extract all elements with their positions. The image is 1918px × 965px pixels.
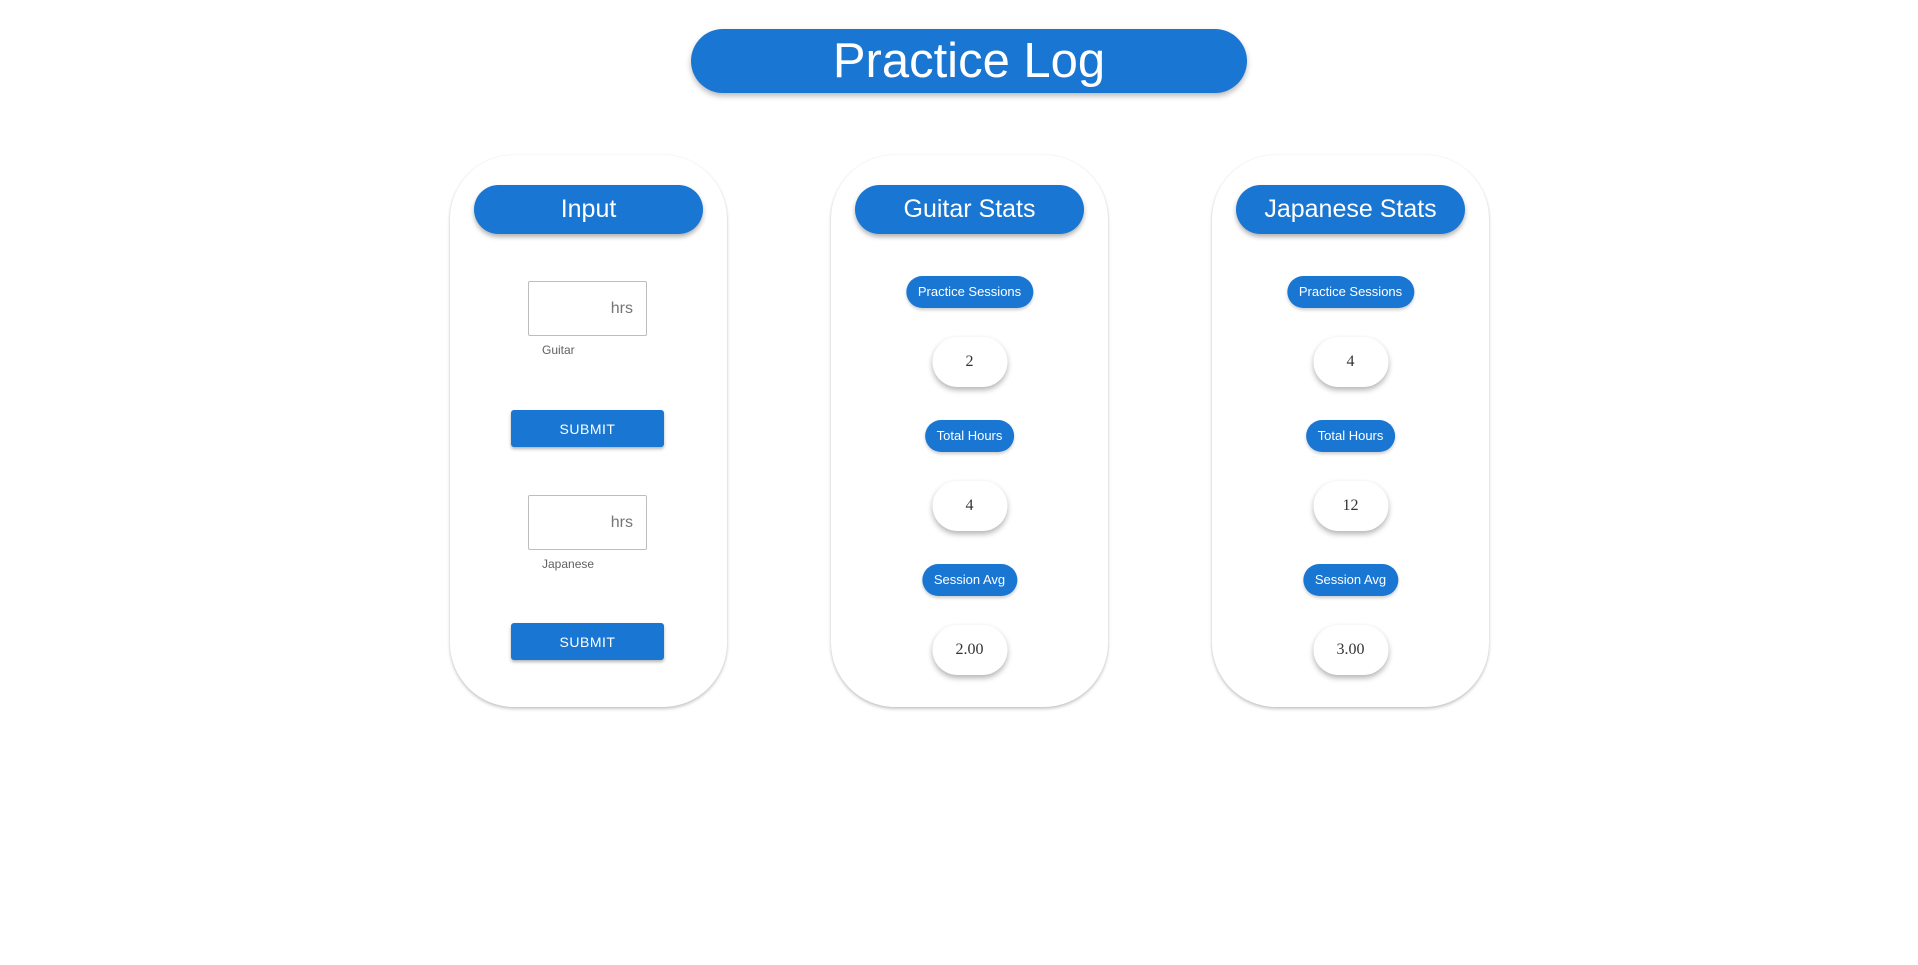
input-card: Input hrs Guitar SUBMIT hrs Japanese SUB… bbox=[450, 155, 727, 707]
guitar-hours-value: 4 bbox=[932, 481, 1007, 531]
guitar-sessions-value: 2 bbox=[932, 337, 1007, 387]
guitar-avg-value: 2.00 bbox=[932, 625, 1007, 675]
guitar-avg-label: Session Avg bbox=[921, 564, 1018, 596]
japanese-avg-label: Session Avg bbox=[1302, 564, 1399, 596]
japanese-stats-header: Japanese Stats bbox=[1236, 185, 1465, 234]
guitar-hours-input[interactable] bbox=[529, 282, 609, 335]
japanese-field-helper: Japanese bbox=[542, 557, 595, 571]
japanese-submit-button[interactable]: SUBMIT bbox=[511, 623, 664, 660]
japanese-sessions-value: 4 bbox=[1313, 337, 1388, 387]
input-card-header: Input bbox=[474, 185, 703, 234]
japanese-avg-value: 3.00 bbox=[1313, 625, 1388, 675]
japanese-hours-label: Total Hours bbox=[1305, 420, 1396, 452]
guitar-hours-suffix: hrs bbox=[610, 300, 633, 317]
guitar-stats-card: Guitar Stats Practice Sessions 2 Total H… bbox=[831, 155, 1108, 707]
japanese-hours-field[interactable]: hrs bbox=[528, 495, 647, 550]
guitar-submit-button[interactable]: SUBMIT bbox=[511, 410, 664, 447]
japanese-stats-card: Japanese Stats Practice Sessions 4 Total… bbox=[1212, 155, 1489, 707]
japanese-hours-suffix: hrs bbox=[610, 514, 633, 531]
japanese-hours-value: 12 bbox=[1313, 481, 1388, 531]
japanese-hours-input[interactable] bbox=[529, 496, 609, 549]
guitar-sessions-label: Practice Sessions bbox=[905, 276, 1034, 308]
japanese-sessions-label: Practice Sessions bbox=[1286, 276, 1415, 308]
guitar-hours-label: Total Hours bbox=[924, 420, 1015, 452]
page-title: Practice Log bbox=[691, 29, 1247, 93]
guitar-field-helper: Guitar bbox=[542, 343, 575, 357]
guitar-stats-header: Guitar Stats bbox=[855, 185, 1084, 234]
guitar-hours-field[interactable]: hrs bbox=[528, 281, 647, 336]
